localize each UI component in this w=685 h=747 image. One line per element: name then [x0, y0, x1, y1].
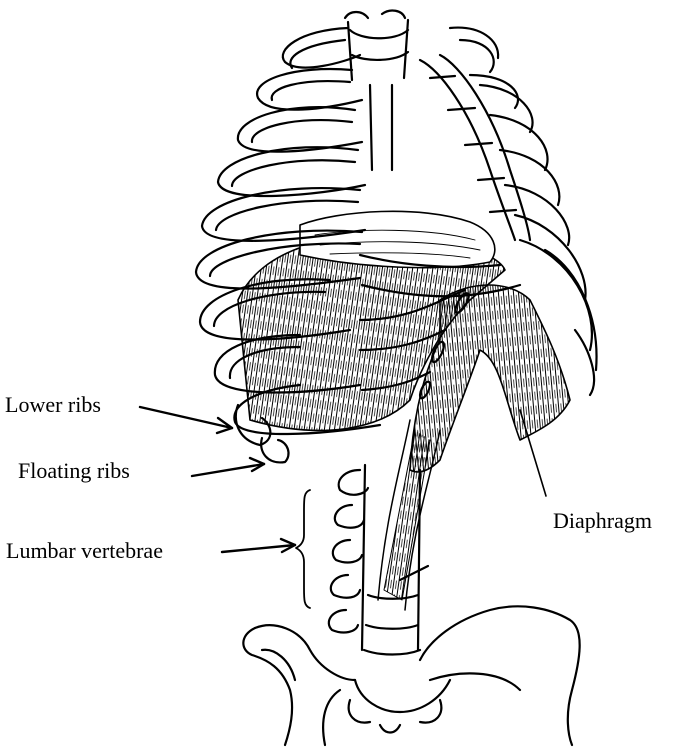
label-diaphragm: Diaphragm — [553, 510, 652, 532]
sternum — [420, 55, 530, 240]
thoracic-spine — [345, 11, 408, 170]
lumbar-bracket — [296, 490, 310, 608]
label-lumbar-vertebrae: Lumbar vertebrae — [6, 540, 163, 562]
label-lower-ribs: Lower ribs — [5, 394, 101, 416]
label-floating-ribs: Floating ribs — [18, 460, 130, 482]
